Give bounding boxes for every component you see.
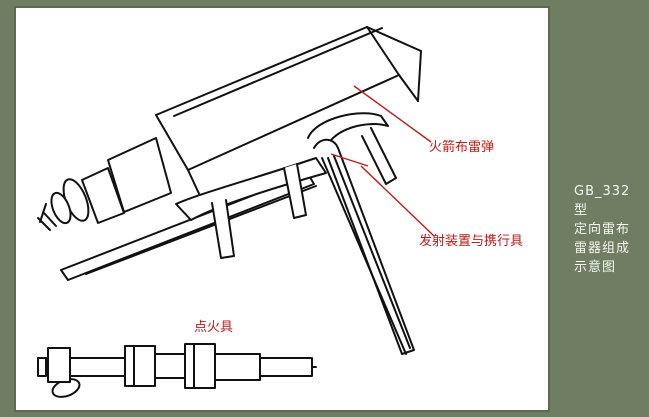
igniter-drawing bbox=[37, 343, 317, 398]
leader-rocket bbox=[353, 85, 432, 143]
figure-caption: GB_332型 定向雷布 雷器组成 示意图 bbox=[574, 184, 631, 275]
clamp-left bbox=[211, 199, 235, 259]
diagram-panel: 火箭布雷弹 发射装置与携行具 点火具 bbox=[14, 6, 550, 412]
rocket-rear bbox=[37, 137, 172, 231]
device-drawing bbox=[37, 26, 435, 398]
leader-launcher bbox=[360, 165, 435, 237]
rocket-tube bbox=[155, 26, 422, 199]
hanger-hook bbox=[307, 112, 389, 149]
label-rocket-mine: 火箭布雷弹 bbox=[429, 140, 495, 155]
clamp-right bbox=[283, 163, 307, 219]
support-leg bbox=[313, 138, 415, 355]
label-launcher-carrier: 发射装置与携行具 bbox=[419, 234, 524, 249]
label-igniter: 点火具 bbox=[194, 320, 234, 335]
